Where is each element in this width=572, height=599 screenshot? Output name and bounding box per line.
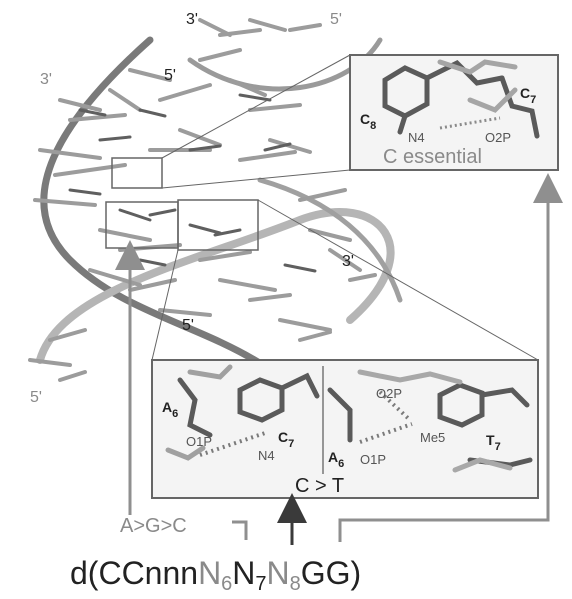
sequence-n6: N: [198, 555, 221, 591]
strand-end-label: 5': [30, 389, 42, 406]
label-me5: Me5: [420, 430, 445, 445]
highlight-box-n6: [105, 201, 179, 249]
strand-end-label: 5': [330, 11, 342, 28]
label-n4-bottom: N4: [258, 448, 275, 463]
bottom-inset: A6 O1P C7 N4 O2P Me5 T7 A6 O1P C > T: [151, 359, 539, 499]
label-a6-left: A6: [162, 399, 178, 420]
sequence-prefix: d(CCnnn: [70, 555, 198, 591]
sequence-label: d(CCnnnN6N7N8GG): [70, 555, 361, 595]
backbone-ribbon-4: [257, 177, 403, 303]
highlight-box-n7: [177, 199, 259, 251]
strand-end-label: 5': [182, 317, 194, 334]
label-a6-right: A6: [328, 449, 344, 470]
top-inset-caption: C essential: [383, 146, 482, 168]
bottom-left-molecule-light: [165, 364, 233, 461]
base-pair-sticks-dark: [68, 93, 317, 273]
annotation-arrows: [115, 173, 563, 545]
arrow-n8-to-top-inset: [338, 173, 563, 542]
preference-order-label: A>G>C: [120, 515, 187, 537]
bottom-right-molecule-light: [357, 369, 513, 473]
top-inset-frame: [349, 54, 559, 171]
label-t7: T7: [486, 432, 501, 453]
label-o2p: O2P: [485, 130, 511, 145]
strand-end-labels: 3' 5' 3' 5' 3' 5' 5': [30, 11, 354, 406]
label-c7-bottom: C7: [278, 429, 294, 450]
strand-end-label: 3': [342, 253, 354, 270]
highlight-box-c8: [111, 157, 163, 189]
label-c8: C8: [360, 111, 376, 132]
bracket-a-g-c: [232, 520, 248, 540]
strand-end-label: 3': [40, 71, 52, 88]
label-c7: C7: [520, 85, 536, 106]
sequence-suffix: GG): [301, 555, 361, 591]
hydrogen-bond-dots: [439, 116, 501, 130]
sequence-n7: N: [232, 555, 255, 591]
label-n4: N4: [408, 130, 425, 145]
zoom-connector-lines: [151, 54, 539, 361]
top-inset-molecule-light: [437, 59, 518, 113]
bottom-inset-caption: C > T: [295, 475, 344, 497]
label-o1p-left: O1P: [186, 434, 212, 449]
strand-end-label: 3': [186, 11, 198, 28]
bottom-left-molecule: [177, 372, 320, 438]
label-o1p-right: O1P: [360, 452, 386, 467]
top-inset: C8 C7 N4 O2P C essential: [349, 54, 559, 171]
label-o2p-bottom: O2P: [376, 386, 402, 401]
hydrogen-bond-dots-right-1: [378, 390, 412, 422]
backbone-ribbon-2: [36, 208, 395, 364]
strand-end-label: 5': [164, 67, 176, 84]
backbone-ribbon-1: [40, 36, 324, 424]
bottom-inset-frame: [151, 359, 539, 499]
sequence-n8: N: [267, 555, 290, 591]
